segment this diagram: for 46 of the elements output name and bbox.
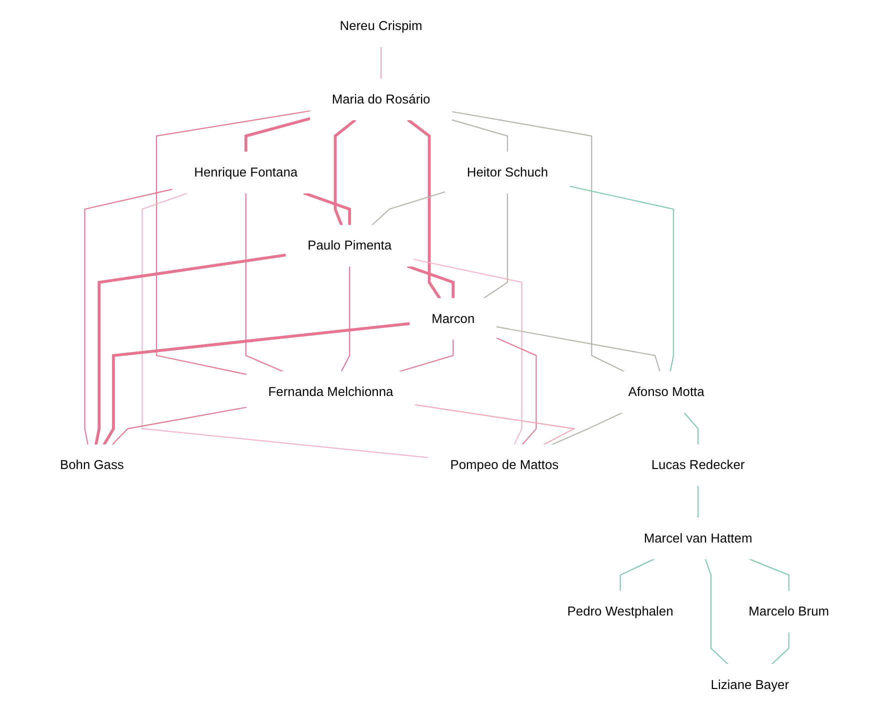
connector bbox=[620, 558, 655, 592]
connector bbox=[569, 186, 674, 372]
node-text: Marcon bbox=[432, 311, 475, 326]
connector bbox=[407, 118, 441, 300]
connector bbox=[452, 119, 508, 152]
connector bbox=[334, 118, 356, 226]
connector bbox=[684, 412, 699, 445]
connector bbox=[414, 404, 576, 446]
connector bbox=[697, 486, 699, 518]
node-text: Pedro Westphalen bbox=[567, 604, 674, 618]
connector bbox=[380, 46, 382, 79]
connector bbox=[112, 406, 247, 446]
node-text: Henrique Fontana bbox=[194, 165, 298, 180]
node-text: Fernanda Melchionna bbox=[268, 384, 394, 399]
connector bbox=[156, 110, 310, 375]
connector bbox=[244, 117, 311, 152]
connector bbox=[142, 192, 429, 458]
node-text: Lucas Redecker bbox=[651, 458, 745, 472]
node-text: Afonso Motta bbox=[628, 384, 704, 399]
connector bbox=[102, 322, 410, 446]
node-text: Pompeo de Mattos bbox=[450, 458, 559, 472]
connector bbox=[452, 111, 625, 372]
connector bbox=[413, 258, 522, 446]
connector bbox=[303, 192, 352, 226]
node-text: Heitor Schuch bbox=[466, 165, 548, 180]
connector bbox=[406, 264, 455, 298]
connector bbox=[245, 193, 284, 372]
node-text: Liziane Bayer bbox=[710, 677, 790, 692]
node-text: Nereu Crispim bbox=[340, 18, 422, 34]
connector bbox=[551, 412, 623, 446]
connector bbox=[340, 266, 350, 372]
connector bbox=[371, 191, 446, 226]
connector bbox=[496, 337, 537, 446]
connector bbox=[748, 558, 790, 592]
node-text: Bohn Gass bbox=[60, 458, 124, 472]
node-text: Marcelo Brum bbox=[748, 604, 830, 618]
connector bbox=[496, 326, 660, 372]
connector bbox=[704, 558, 728, 665]
connector bbox=[84, 188, 173, 445]
node-text: Paulo Pimenta bbox=[308, 238, 392, 253]
connector bbox=[94, 254, 286, 446]
node-text: Maria do Rosário bbox=[332, 92, 430, 106]
connector bbox=[398, 339, 454, 372]
connector bbox=[771, 632, 790, 665]
node-text: Marcel van Hattem bbox=[644, 530, 752, 546]
connector bbox=[483, 193, 508, 299]
